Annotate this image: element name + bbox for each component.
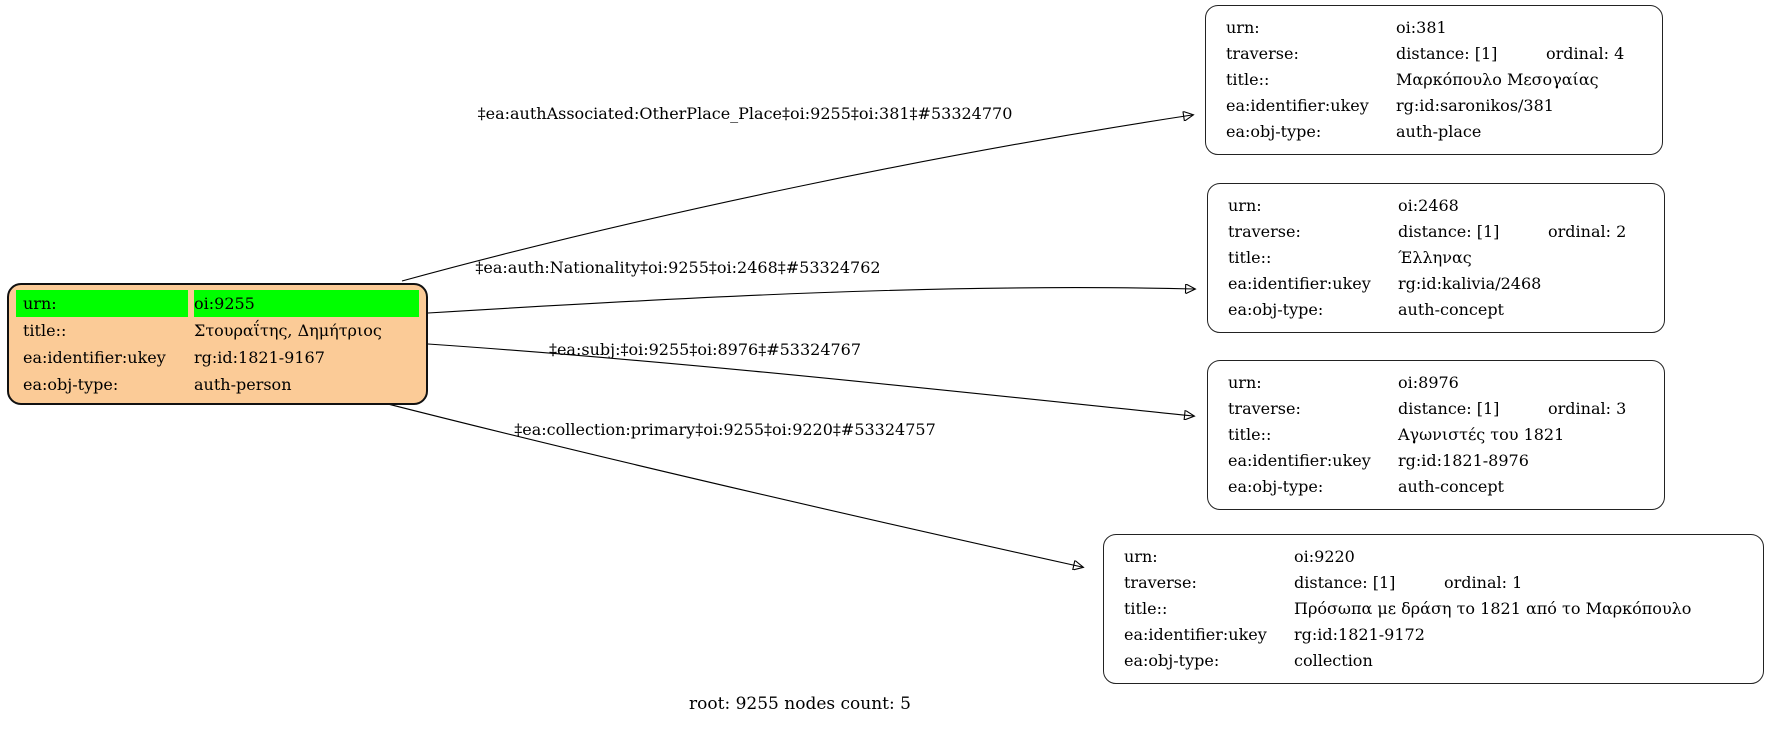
field-label-obj-type: ea:obj-type: [1228,477,1324,496]
field-label-obj-type: ea:obj-type: [1226,122,1322,141]
field-value-urn: oi:8976 [1398,373,1459,392]
field-value-traverse: distance: [1] ordinal: 4 [1396,41,1662,67]
field-value-title: Έλληνας [1398,248,1472,267]
field-value-title: Στουραΐτης, Δημήτριος [194,321,382,340]
root-node-oi-9255: urn: oi:9255 title:: Στουραΐτης, Δημήτρι… [7,283,428,405]
field-value-obj-type: auth-concept [1398,477,1504,496]
field-label-urn: urn: [1226,18,1260,37]
edge-label-subj: ‡ea:subj:‡oi:9255‡oi:8976‡#53324767 [548,340,862,359]
node-row-traverse: traverse: distance: [1] ordinal: 3 [1228,396,1664,422]
field-value-traverse: distance: [1] ordinal: 2 [1398,219,1664,245]
field-label-urn: urn: [1228,373,1262,392]
edge-nationality-arrow [427,288,1194,314]
field-label-identifier: ea:identifier:ukey [1228,451,1371,470]
field-value-obj-type: auth-place [1396,122,1482,141]
field-value-identifier: rg:id:1821-8976 [1398,451,1529,470]
traverse-distance: distance: [1] [1294,573,1396,592]
edge-authassociated-arrow [401,115,1192,282]
node-row-urn: urn: oi:9220 [1124,544,1763,570]
edge-subj-arrow [427,343,1193,416]
node-oi-2468: urn: oi:2468 traverse: distance: [1] ordi… [1207,183,1665,333]
field-label-identifier: ea:identifier:ukey [23,348,166,367]
node-oi-381: urn: oi:381 traverse: distance: [1] ordin… [1205,5,1663,155]
traverse-ordinal: ordinal: 4 [1546,44,1625,63]
node-row-urn: urn: oi:381 [1226,15,1662,41]
node-row-title: title:: Μαρκόπουλο Μεσογαίας [1226,67,1662,93]
edge-label-nationality: ‡ea:auth:Nationality‡oi:9255‡oi:2468‡#53… [475,258,881,277]
field-label-traverse: traverse: [1228,399,1301,418]
root-row-title: title:: Στουραΐτης, Δημήτριος [16,317,419,344]
traverse-distance: distance: [1] [1398,399,1500,418]
edge-collection-arrow [379,401,1082,567]
field-label-urn: urn: [1124,547,1158,566]
field-label-title: title:: [1228,425,1272,444]
field-label-obj-type: ea:obj-type: [23,375,119,394]
field-value-urn: oi:381 [1396,18,1447,37]
field-label-urn: urn: [16,290,188,317]
field-value-identifier: rg:id:1821-9167 [194,348,325,367]
node-row-urn: urn: oi:2468 [1228,193,1664,219]
field-label-identifier: ea:identifier:ukey [1228,274,1371,293]
node-row-obj-type: ea:obj-type: collection [1124,648,1763,674]
node-oi-8976: urn: oi:8976 traverse: distance: [1] ordi… [1207,360,1665,510]
node-row-traverse: traverse: distance: [1] ordinal: 1 [1124,570,1763,596]
field-value-identifier: rg:id:1821-9172 [1294,625,1425,644]
node-row-title: title:: Αγωνιστές του 1821 [1228,422,1664,448]
field-label-title: title:: [1226,70,1270,89]
field-value-obj-type: collection [1294,651,1373,670]
field-label-traverse: traverse: [1228,222,1301,241]
root-row-obj-type: ea:obj-type: auth-person [16,371,419,398]
node-row-identifier: ea:identifier:ukey rg:id:kalivia/2468 [1228,271,1664,297]
node-row-identifier: ea:identifier:ukey rg:id:1821-8976 [1228,448,1664,474]
node-row-title: title:: Έλληνας [1228,245,1664,271]
field-value-title: Μαρκόπουλο Μεσογαίας [1396,70,1599,89]
node-row-obj-type: ea:obj-type: auth-concept [1228,297,1664,323]
field-value-urn: oi:2468 [1398,196,1459,215]
traverse-ordinal: ordinal: 3 [1548,399,1627,418]
field-label-identifier: ea:identifier:ukey [1124,625,1267,644]
traverse-distance: distance: [1] [1396,44,1498,63]
field-value-identifier: rg:id:kalivia/2468 [1398,274,1542,293]
edge-label-collection: ‡ea:collection:primary‡oi:9255‡oi:9220‡#… [514,420,936,439]
field-value-urn: oi:9255 [194,290,419,317]
field-value-urn: oi:9220 [1294,547,1355,566]
field-label-obj-type: ea:obj-type: [1228,300,1324,319]
field-value-identifier: rg:id:saronikos/381 [1396,96,1554,115]
field-value-traverse: distance: [1] ordinal: 3 [1398,396,1664,422]
field-label-title: title:: [1228,248,1272,267]
field-value-traverse: distance: [1] ordinal: 1 [1294,570,1763,596]
graph-root-count-label: root: 9255 nodes count: 5 [689,694,911,714]
field-label-traverse: traverse: [1226,44,1299,63]
traverse-ordinal: ordinal: 1 [1444,573,1523,592]
field-value-title: Πρόσωπα με δράση το 1821 από το Μαρκόπου… [1294,599,1692,618]
node-row-urn: urn: oi:8976 [1228,370,1664,396]
node-row-traverse: traverse: distance: [1] ordinal: 2 [1228,219,1664,245]
node-row-obj-type: ea:obj-type: auth-place [1226,119,1662,145]
root-row-urn: urn: oi:9255 [16,290,419,317]
node-oi-9220: urn: oi:9220 traverse: distance: [1] ordi… [1103,534,1764,684]
field-value-obj-type: auth-person [194,375,292,394]
root-row-identifier: ea:identifier:ukey rg:id:1821-9167 [16,344,419,371]
field-value-obj-type: auth-concept [1398,300,1504,319]
field-label-identifier: ea:identifier:ukey [1226,96,1369,115]
node-row-identifier: ea:identifier:ukey rg:id:1821-9172 [1124,622,1763,648]
field-label-urn: urn: [1228,196,1262,215]
field-label-title: title:: [1124,599,1168,618]
field-value-title: Αγωνιστές του 1821 [1398,425,1565,444]
node-row-identifier: ea:identifier:ukey rg:id:saronikos/381 [1226,93,1662,119]
node-row-traverse: traverse: distance: [1] ordinal: 4 [1226,41,1662,67]
field-label-obj-type: ea:obj-type: [1124,651,1220,670]
traverse-distance: distance: [1] [1398,222,1500,241]
field-label-title: title:: [23,321,67,340]
traverse-ordinal: ordinal: 2 [1548,222,1627,241]
edge-label-authassociated: ‡ea:authAssociated:OtherPlace_Place‡oi:9… [477,104,1013,123]
node-row-title: title:: Πρόσωπα με δράση το 1821 από το … [1124,596,1763,622]
node-row-obj-type: ea:obj-type: auth-concept [1228,474,1664,500]
field-label-traverse: traverse: [1124,573,1197,592]
